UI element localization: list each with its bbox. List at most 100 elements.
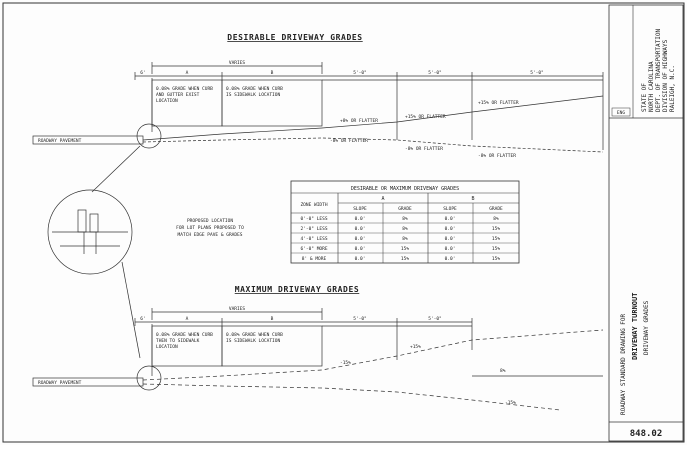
svg-text:B: B (271, 70, 274, 76)
title-block-frame (608, 4, 684, 442)
bottom-pavement-label: ROADWAY PAVEMENT (38, 380, 82, 386)
sheet-border (2, 2, 685, 443)
svg-text:8%: 8% (402, 226, 408, 232)
svg-text:+15% OR FLATTER: +15% OR FLATTER (478, 100, 519, 106)
svg-text:LOCATION: LOCATION (156, 344, 178, 350)
svg-text:0.0': 0.0' (445, 256, 456, 262)
svg-text:0.0': 0.0' (445, 246, 456, 252)
sheet-number: 848.02 (630, 429, 663, 439)
bottom-dim-labels: VARIES 6' A B 5'-0" 5'-0" (140, 306, 441, 322)
svg-text:5'-0": 5'-0" (428, 316, 442, 322)
svg-text:-15%: -15% (505, 400, 516, 406)
top-dim-labels: VARIES 6' A B 5'-0" 5'-0" 5'-0" (140, 60, 543, 76)
svg-text:15%: 15% (492, 236, 500, 242)
state-line-1: NORTH CAROLINA (648, 61, 655, 112)
svg-text:IS SIDEWALK LOCATION: IS SIDEWALK LOCATION (226, 338, 280, 344)
state-line-0: STATE OF (641, 83, 648, 112)
svg-text:+8% OR FLATTER: +8% OR FLATTER (340, 118, 378, 124)
svg-text:+15%: +15% (410, 344, 421, 350)
svg-text:4'-0" LESS: 4'-0" LESS (300, 236, 327, 242)
state-line-3: DIVISION OF HIGHWAYS (662, 39, 669, 112)
table-title: DESIRABLE OR MAXIMUM DRIVEWAY GRADES (351, 186, 459, 192)
top-grade-labels: +8% OR FLATTER -8% OR FLATTER +15% OR FL… (330, 100, 519, 159)
table-row: 2'-0" LESS 0.0' 8% 0.0' 15% (300, 226, 500, 232)
table-header-2: GRADE (398, 206, 412, 212)
svg-text:0.0': 0.0' (355, 236, 366, 242)
svg-text:15%: 15% (492, 256, 500, 262)
eng-box (611, 107, 631, 117)
svg-text:PROPOSED LOCATION: PROPOSED LOCATION (187, 218, 233, 224)
svg-text:B: B (271, 316, 274, 322)
svg-text:0.0': 0.0' (355, 226, 366, 232)
svg-text:15%: 15% (492, 246, 500, 252)
detail-circle (47, 189, 141, 359)
svg-text:0.0': 0.0' (355, 246, 366, 252)
svg-text:0'-0" LESS: 0'-0" LESS (300, 216, 327, 222)
svg-text:A: A (186, 316, 189, 322)
svg-text:15%: 15% (401, 256, 409, 262)
svg-text:6': 6' (140, 70, 145, 76)
svg-text:5'-0": 5'-0" (353, 70, 367, 76)
top-title: DESIRABLE DRIVEWAY GRADES (227, 33, 362, 42)
table-row: 8' & MORE 0.0' 15% 0.0' 15% (302, 256, 501, 262)
svg-text:8%: 8% (402, 236, 408, 242)
detail-note: PROPOSED LOCATION FOR LOT PLANS PROPOSED… (176, 218, 244, 238)
table-row: 4'-0" LESS 0.0' 8% 0.0' 15% (300, 236, 500, 242)
table-frame (290, 180, 520, 264)
svg-text:-8% OR FLATTER: -8% OR FLATTER (478, 153, 516, 159)
svg-text:FOR LOT PLANS PROPOSED TO: FOR LOT PLANS PROPOSED TO (176, 225, 244, 231)
svg-text:8%: 8% (402, 216, 408, 222)
svg-text:8%: 8% (500, 368, 506, 374)
svg-text:0.0': 0.0' (445, 226, 456, 232)
top-pavement-label: ROADWAY PAVEMENT (38, 138, 82, 144)
top-diagram (32, 62, 604, 193)
svg-text:0.0': 0.0' (355, 216, 366, 222)
svg-text:MATCH EDGE PAVE & GRADES: MATCH EDGE PAVE & GRADES (177, 232, 242, 238)
svg-text:15%: 15% (492, 226, 500, 232)
svg-text:-15%: -15% (340, 360, 351, 366)
svg-text:AND GUTTER EXIST: AND GUTTER EXIST (156, 92, 200, 98)
svg-text:-8% OR FLATTER: -8% OR FLATTER (405, 146, 443, 152)
table-header-3: SLOPE (443, 206, 457, 212)
svg-text:0.0': 0.0' (445, 236, 456, 242)
table-header-4: GRADE (489, 206, 503, 212)
svg-text:0.08% GRADE WHEN CURB: 0.08% GRADE WHEN CURB (156, 332, 213, 338)
svg-text:-8% OR FLATTER: -8% OR FLATTER (330, 138, 368, 144)
svg-text:A: A (186, 70, 189, 76)
table-row: 0'-0" LESS 0.0' 8% 0.0' 8% (300, 216, 499, 222)
bottom-diagram (32, 308, 604, 411)
bottom-box-notes: 0.08% GRADE WHEN CURB THEN TO SIDEWALK L… (156, 332, 283, 350)
svg-text:0.0': 0.0' (355, 256, 366, 262)
svg-text:THEN TO SIDEWALK: THEN TO SIDEWALK (156, 338, 200, 344)
svg-text:2'-0" LESS: 2'-0" LESS (300, 226, 327, 232)
table-group-a: A (381, 196, 384, 202)
svg-text:5'-0": 5'-0" (530, 70, 544, 76)
svg-text:0.0': 0.0' (445, 216, 456, 222)
table-group-b: B (471, 196, 474, 202)
svg-text:6'-0" MORE: 6'-0" MORE (300, 246, 327, 252)
top-box-notes: 0.08% GRADE WHEN CURB AND GUTTER EXIST L… (156, 86, 283, 104)
svg-text:8%: 8% (493, 216, 499, 222)
svg-text:6': 6' (140, 316, 145, 322)
svg-text:+15% OR FLATTER: +15% OR FLATTER (405, 114, 446, 120)
drawing-title-line-0: ROADWAY STANDARD DRAWING FOR (620, 313, 627, 415)
svg-text:LOCATION: LOCATION (156, 98, 178, 104)
svg-text:5'-0": 5'-0" (353, 316, 367, 322)
table-row: 6'-0" MORE 0.0' 15% 0.0' 15% (300, 246, 500, 252)
state-line-2: DEPT. OF TRANSPORTATION (655, 29, 662, 112)
bottom-grade-labels: -15% +15% 8% -15% (340, 344, 516, 406)
svg-text:VARIES: VARIES (229, 306, 246, 312)
svg-text:0.08% GRADE WHEN CURB: 0.08% GRADE WHEN CURB (226, 332, 283, 338)
title-block: ENG STATE OF NORTH CAROLINA DEPT. OF TRA… (608, 4, 684, 442)
svg-text:8' & MORE: 8' & MORE (302, 256, 327, 262)
svg-text:0.08% GRADE WHEN CURB: 0.08% GRADE WHEN CURB (156, 86, 213, 92)
table-header-0: ZONE WIDTH (300, 202, 327, 208)
table-header-1: SLOPE (353, 206, 367, 212)
svg-text:5'-0": 5'-0" (428, 70, 442, 76)
svg-text:VARIES: VARIES (229, 60, 246, 66)
drawing-title-line-2: DRIVEWAY GRADES (643, 300, 650, 355)
state-line-4: RALEIGH, N.C. (669, 65, 676, 112)
svg-text:IS SIDEWALK LOCATION: IS SIDEWALK LOCATION (226, 92, 280, 98)
